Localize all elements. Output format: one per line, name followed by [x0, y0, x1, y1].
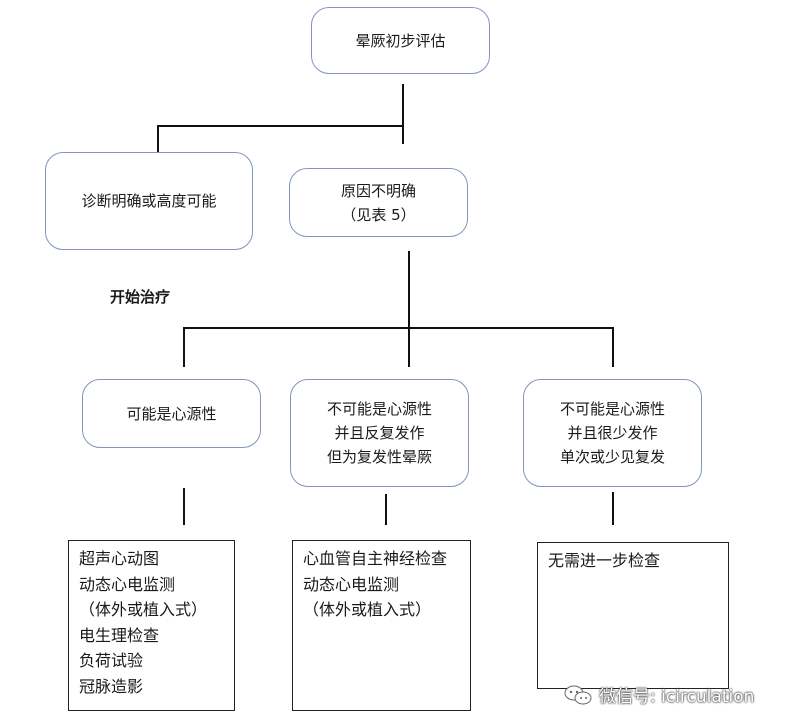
- node-unclear-line2: （见表 5）: [341, 205, 416, 224]
- note-start-treatment: 开始治疗: [110, 288, 171, 306]
- watermark: 微信号: icirculation: [563, 682, 754, 707]
- connector-to-frequent: [408, 327, 410, 367]
- node-rare-line1: 不可能是心源性: [559, 400, 665, 418]
- node-cause-unclear: 原因不明确 （见表 5）: [289, 168, 468, 237]
- tests-noncardiac-rare: 无需进一步检查: [537, 542, 729, 689]
- connector-mid-split: [183, 327, 614, 329]
- connector-unclear-down: [408, 251, 410, 328]
- test-item: 动态心电监测: [303, 574, 400, 594]
- connector-cardiac-tests: [183, 488, 185, 525]
- node-cardiac-label: 可能是心源性: [126, 404, 217, 423]
- connector-initial-down: [402, 84, 404, 144]
- test-item: （体外或植入式）: [79, 600, 208, 619]
- test-item: 冠脉造影: [79, 676, 144, 696]
- wechat-icon: [564, 685, 592, 704]
- node-noncardiac-rare: 不可能是心源性 并且很少发作 单次或少见复发: [523, 379, 702, 487]
- node-likely-cardiac: 可能是心源性: [82, 379, 261, 448]
- test-item: （体外或植入式）: [303, 600, 432, 619]
- node-initial-assessment: 晕厥初步评估: [311, 7, 490, 74]
- test-item: 负荷试验: [79, 651, 144, 670]
- connector-top-split: [157, 125, 404, 127]
- node-diagnosis-definite: 诊断明确或高度可能: [45, 152, 253, 250]
- test-item: 心血管自主神经检查: [303, 549, 448, 568]
- test-item: 超声心动图: [79, 549, 160, 568]
- watermark-text: 微信号: icirculation: [599, 687, 755, 707]
- connector-to-cardiac: [183, 327, 185, 367]
- node-frequent-line3: 但为复发性晕厥: [326, 448, 432, 466]
- node-unclear-line1: 原因不明确: [340, 181, 416, 200]
- node-rare-line2: 并且很少发作: [567, 424, 658, 442]
- connector-to-definite: [157, 125, 159, 153]
- tests-cardiac: 超声心动图 动态心电监测 （体外或植入式） 电生理检查 负荷试验 冠脉造影: [68, 540, 235, 711]
- node-noncardiac-frequent: 不可能是心源性 并且反复发作 但为复发性晕厥: [290, 379, 469, 487]
- test-item: 电生理检查: [79, 625, 160, 645]
- connector-to-rare: [612, 327, 614, 367]
- node-rare-line3: 单次或少见复发: [559, 448, 665, 466]
- connector-rare-tests: [612, 492, 614, 525]
- node-definite-label: 诊断明确或高度可能: [81, 192, 217, 210]
- node-frequent-line1: 不可能是心源性: [326, 400, 432, 418]
- node-frequent-line2: 并且反复发作: [334, 424, 425, 442]
- connector-frequent-tests: [385, 494, 387, 525]
- node-initial-label: 晕厥初步评估: [355, 31, 446, 50]
- test-item: 无需进一步检查: [548, 551, 661, 570]
- tests-noncardiac-frequent: 心血管自主神经检查 动态心电监测 （体外或植入式）: [292, 540, 471, 711]
- test-item: 动态心电监测: [79, 574, 176, 594]
